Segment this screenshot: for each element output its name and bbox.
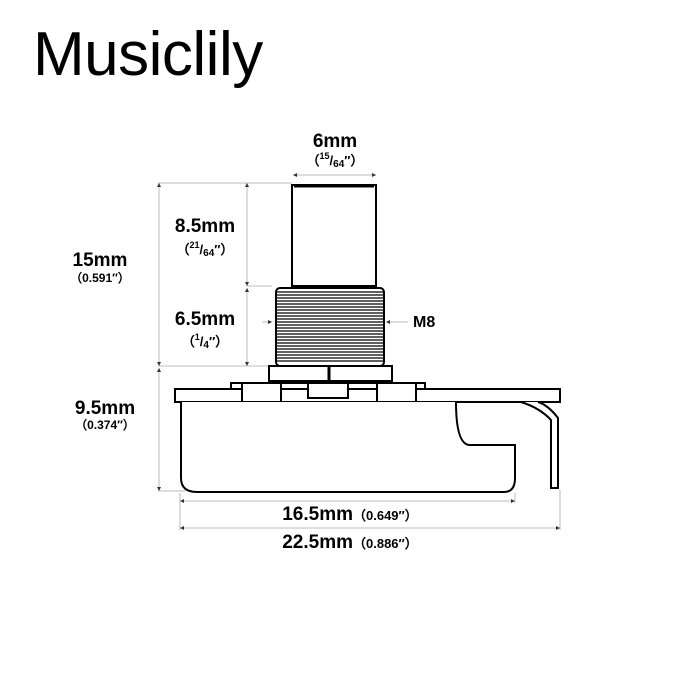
shaft-length-imperial: （21/64″） bbox=[176, 240, 234, 259]
arrowheads bbox=[157, 173, 560, 530]
brand-title: Musiclily bbox=[33, 20, 263, 89]
shaft-diameter-imperial: （15/64″） bbox=[306, 151, 364, 170]
mounting-plate bbox=[174, 388, 561, 403]
total-height-metric: 15mm bbox=[72, 250, 128, 271]
threaded-bushing bbox=[275, 287, 385, 367]
total-height-imperial: （0.591″） bbox=[70, 271, 130, 285]
dimension-lines bbox=[158, 174, 561, 530]
thread-spec-label: M8 bbox=[413, 314, 436, 331]
thread-length-metric: 6.5mm bbox=[174, 309, 236, 330]
body-height-imperial: （0.374″） bbox=[75, 418, 135, 432]
body-height-metric: 9.5mm bbox=[74, 398, 136, 419]
overall-width-label: 22.5mm（0.886″） bbox=[282, 532, 418, 553]
housing bbox=[180, 401, 516, 493]
shaft bbox=[291, 184, 377, 287]
part-outline bbox=[275, 184, 385, 367]
shaft-diameter-metric: 6mm bbox=[312, 131, 358, 152]
thread-length-imperial: （1/4″） bbox=[181, 332, 229, 351]
terminal-lug bbox=[520, 401, 559, 489]
body-width-label: 16.5mm（0.649″） bbox=[282, 504, 418, 525]
body-outline bbox=[174, 365, 561, 493]
thread-lines bbox=[277, 291, 383, 362]
shaft-length-metric: 8.5mm bbox=[174, 216, 236, 237]
